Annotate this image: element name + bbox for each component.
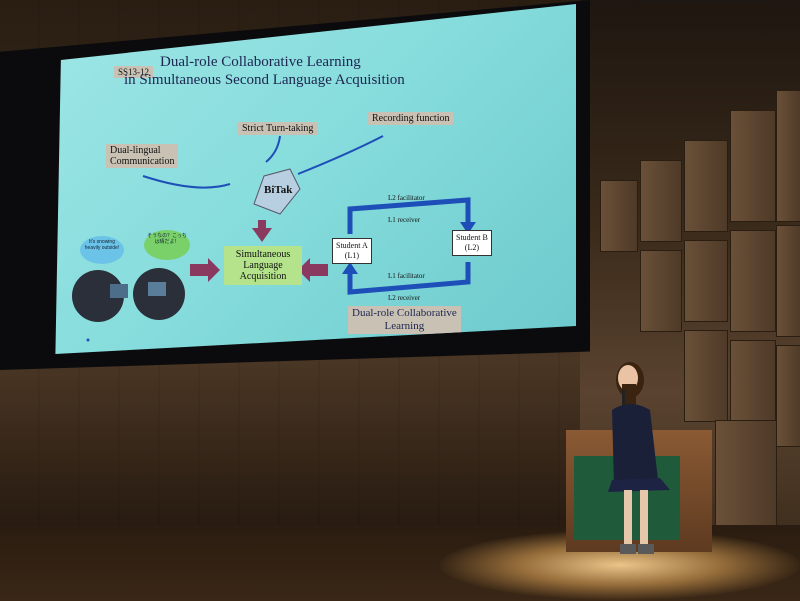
student-a-box: Student A (L1): [332, 238, 372, 264]
wall-panel: [730, 230, 776, 332]
wall-panel: [684, 140, 728, 232]
sla-box: Simultaneous Language Acquisition: [224, 246, 302, 285]
wall-panel: [730, 340, 776, 432]
slide-title-line1: Dual-role Collaborative Learning: [160, 54, 361, 70]
slide-title-line2: in Simultaneous Second Language Acquisit…: [124, 72, 405, 88]
wall-panel: [640, 160, 682, 242]
projected-slide: SS13-12 Dual-role Collaborative Learning…: [55, 4, 576, 354]
speech-bubble-english: It's snowing heavily outside!: [80, 236, 124, 264]
slide-id-label: SS13-12: [114, 66, 154, 78]
student-b-box: Student B (L2): [452, 230, 492, 256]
dual-lingual-box: Dual-lingual Communication: [106, 144, 179, 168]
l1-receiver-label: L1 receiver: [388, 216, 421, 224]
l2-facilitator-label: L2 facilitator: [388, 194, 425, 202]
wall-panel: [640, 250, 682, 332]
wall-panel: [684, 330, 728, 422]
wall-panel: [715, 420, 777, 542]
wall-panel: [776, 90, 800, 222]
l1-facilitator-label: L1 facilitator: [388, 272, 425, 280]
strict-turn-taking-box: Strict Turn-taking: [238, 122, 318, 135]
l2-receiver-label: L2 receiver: [388, 294, 421, 302]
wall-panel: [776, 345, 800, 447]
bitak-label: BiTak: [264, 184, 293, 196]
wall-panel: [684, 240, 728, 322]
dual-role-box: Dual-role Collaborative Learning: [348, 306, 461, 334]
diagram-arrows: [72, 135, 476, 342]
speaker-person: [608, 362, 670, 554]
wall-panel: [776, 225, 800, 337]
wall-panel: [730, 110, 776, 222]
speech-bubble-japanese: そうなの？こっちは晴だよ！: [144, 230, 190, 260]
recording-function-box: Recording function: [368, 112, 454, 125]
wall-panel: [600, 180, 638, 252]
